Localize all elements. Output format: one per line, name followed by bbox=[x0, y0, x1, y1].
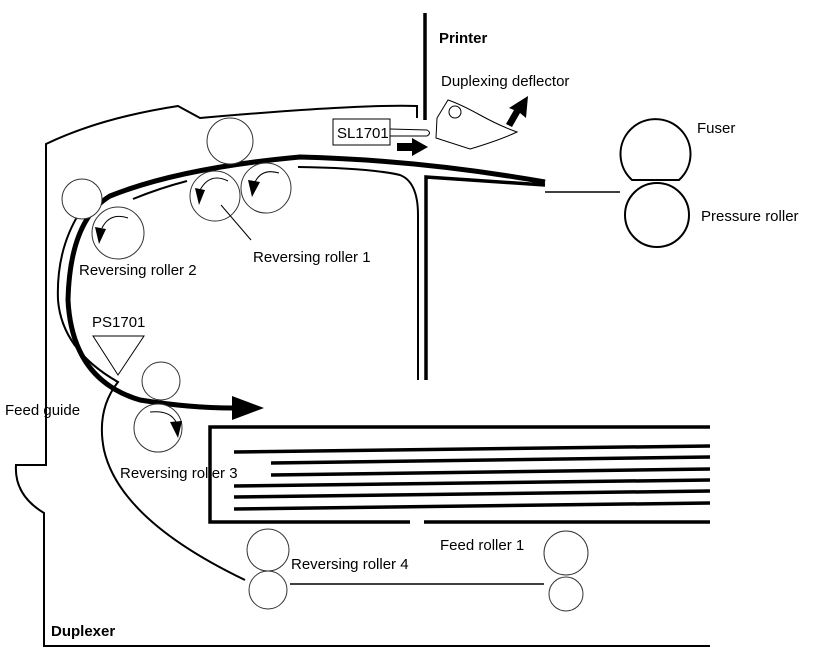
label-reversing-roller-2: Reversing roller 2 bbox=[79, 262, 197, 279]
label-duplexing-deflector: Duplexing deflector bbox=[441, 73, 569, 90]
label-reversing-roller-4: Reversing roller 4 bbox=[291, 556, 409, 573]
reversing-roller-1b bbox=[241, 163, 291, 213]
paper-path-arrowhead bbox=[232, 396, 264, 420]
inner-guide-curve bbox=[298, 167, 418, 380]
upper-idler-roller bbox=[207, 118, 253, 164]
label-feed-roller-1: Feed roller 1 bbox=[440, 537, 524, 554]
label-pressure-roller: Pressure roller bbox=[701, 208, 799, 225]
feed-roller-1 bbox=[544, 531, 588, 575]
paper-sheet bbox=[234, 446, 710, 452]
feed-roller-1-lower bbox=[549, 577, 583, 611]
label-feed-guide: Feed guide bbox=[5, 402, 80, 419]
fuser-roller bbox=[620, 119, 690, 180]
label-solenoid: SL1701 bbox=[337, 125, 389, 142]
paper-sheet bbox=[234, 480, 710, 486]
label-photosensor: PS1701 bbox=[92, 314, 145, 331]
label-reversing-roller-1: Reversing roller 1 bbox=[253, 249, 371, 266]
reversing-roller-4 bbox=[249, 571, 287, 609]
pressure-roller bbox=[625, 183, 689, 247]
paper-path bbox=[68, 157, 545, 408]
deflector-pivot bbox=[449, 106, 461, 118]
paper-sheet bbox=[234, 503, 710, 509]
upper-roller-3 bbox=[142, 362, 180, 400]
paper-sheet bbox=[234, 491, 710, 497]
left-idler-roller bbox=[62, 179, 102, 219]
paper-sheet bbox=[271, 457, 710, 463]
label-duplexer: Duplexer bbox=[51, 623, 115, 640]
reversing-roller-4-upper bbox=[247, 529, 289, 571]
photosensor-icon bbox=[93, 336, 144, 375]
label-printer: Printer bbox=[439, 30, 488, 47]
paper-sheet bbox=[271, 469, 710, 475]
deflector-arrow-icon bbox=[506, 96, 528, 127]
printer-inner-wall bbox=[426, 177, 545, 380]
paper-stack bbox=[234, 446, 710, 509]
duplexing-deflector bbox=[436, 100, 517, 149]
solenoid-plunger bbox=[390, 129, 430, 136]
label-reversing-roller-3: Reversing roller 3 bbox=[120, 465, 238, 482]
motion-arrow-icon bbox=[397, 138, 428, 156]
label-fuser: Fuser bbox=[697, 120, 735, 137]
